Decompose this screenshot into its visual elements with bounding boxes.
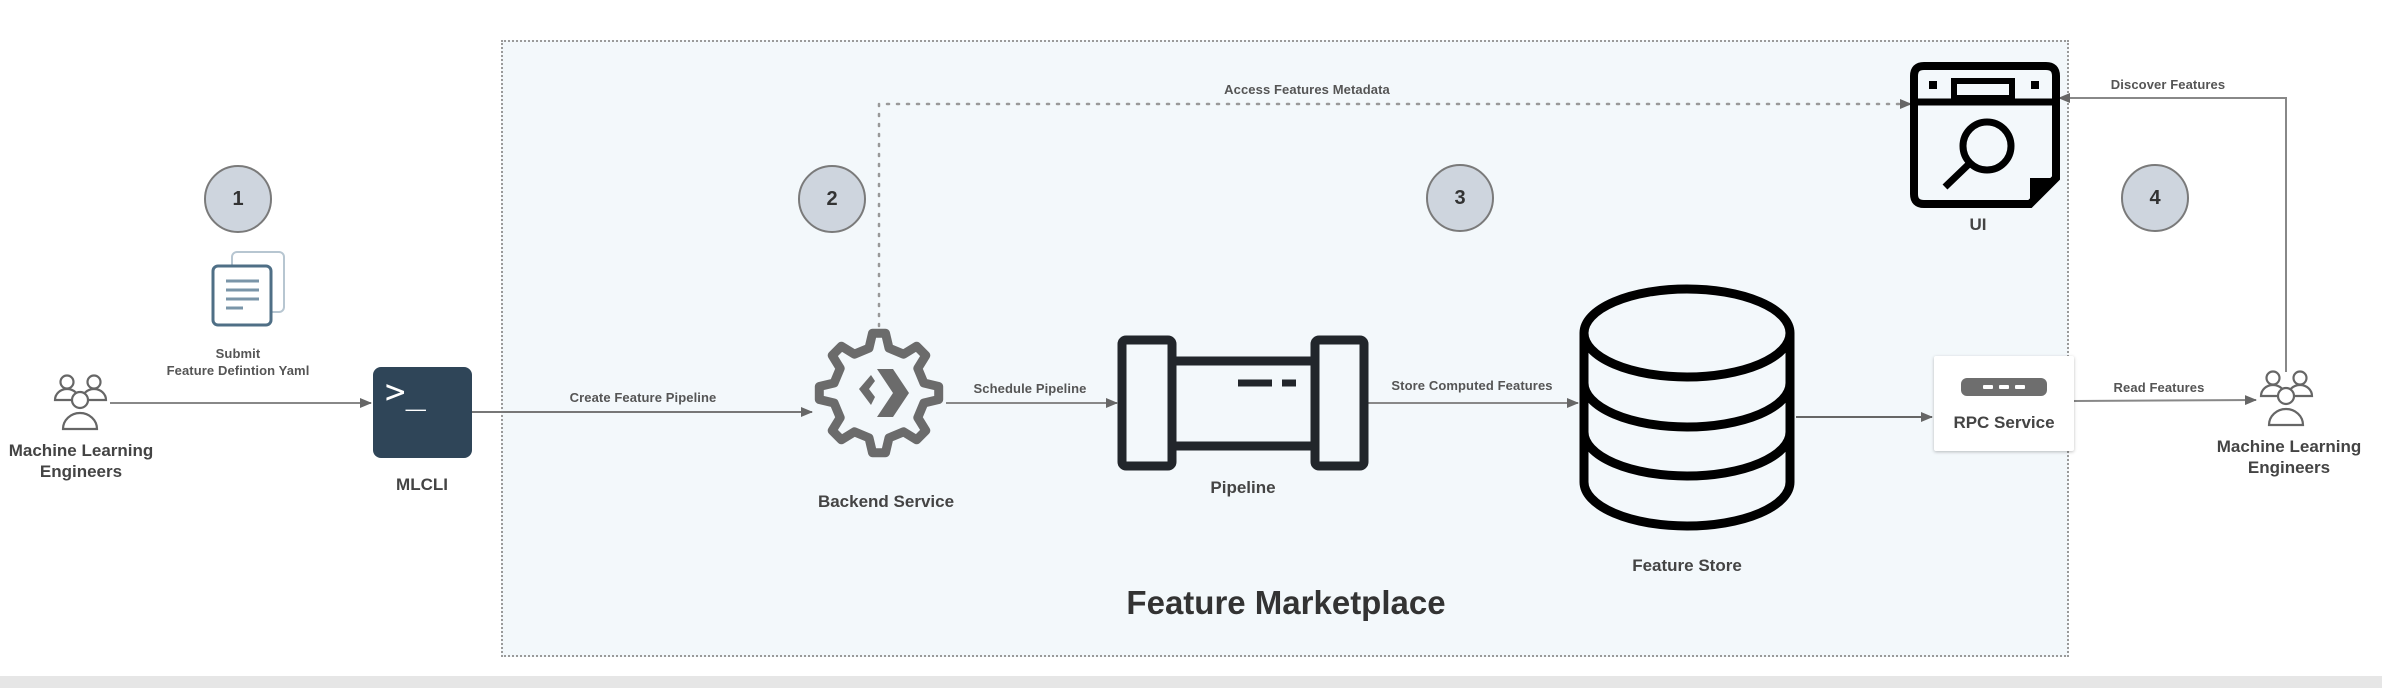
step-badge-3: 3 xyxy=(1426,164,1494,232)
pipeline-icon xyxy=(1117,335,1369,471)
ml-engineers-left-line2: Engineers xyxy=(39,462,123,481)
ml-engineers-right-line2: Engineers xyxy=(2247,458,2331,477)
bottom-scroll-bar xyxy=(0,676,2382,688)
submit-yaml-line1: Submit xyxy=(215,346,261,361)
step-badge-2: 2 xyxy=(798,165,866,233)
mlcli-label: MLCLI xyxy=(396,475,448,494)
submit-yaml-line2: Feature Defintion Yaml xyxy=(166,363,310,378)
step-badge-1: 1 xyxy=(204,165,272,233)
users-group-icon xyxy=(2259,370,2314,427)
edge-discover-features xyxy=(2058,93,2287,372)
edge-label-discover-features: Discover Features xyxy=(2110,77,2226,92)
edge-label-access-metadata: Access Features Metadata xyxy=(1224,82,1390,97)
feature-marketplace-boundary xyxy=(501,40,2069,657)
edge-label-store-features: Store Computed Features xyxy=(1391,378,1553,393)
ml-engineers-right-label: Machine Learning Engineers xyxy=(2217,436,2362,478)
rpc-service-node[interactable]: RPC Service xyxy=(1934,356,2074,451)
feature-store-label: Feature Store xyxy=(1632,556,1742,575)
browser-search-icon xyxy=(1910,62,2060,208)
document-stack-icon xyxy=(211,251,285,327)
server-icon xyxy=(1961,378,2047,396)
rpc-service-label: RPC Service xyxy=(1953,413,2055,432)
edge-access-metadata xyxy=(877,99,1913,328)
pipeline-label: Pipeline xyxy=(1210,478,1276,497)
ui-label: UI xyxy=(1969,215,1987,234)
submit-yaml-label: Submit Feature Defintion Yaml xyxy=(167,345,310,379)
terminal-icon: >_ xyxy=(385,372,426,412)
ml-engineers-right-line1: Machine Learning xyxy=(2216,437,2362,456)
mlcli-node[interactable]: >_ xyxy=(373,367,472,458)
edge-read-features xyxy=(2073,395,2257,406)
database-icon xyxy=(1579,284,1795,531)
marketplace-title: Feature Marketplace xyxy=(1126,584,1446,621)
edge-label-read-features: Read Features xyxy=(2113,380,2205,395)
gear-icon xyxy=(814,328,944,458)
edge-label-create-pipeline: Create Feature Pipeline xyxy=(569,390,717,405)
backend-service-label: Backend Service xyxy=(817,492,955,511)
users-group-icon xyxy=(53,374,108,431)
ml-engineers-left-label: Machine Learning Engineers xyxy=(9,440,154,482)
step-badge-4: 4 xyxy=(2121,164,2189,232)
edge-label-schedule-pipeline: Schedule Pipeline xyxy=(973,381,1087,396)
ml-engineers-left-line1: Machine Learning xyxy=(8,441,154,460)
